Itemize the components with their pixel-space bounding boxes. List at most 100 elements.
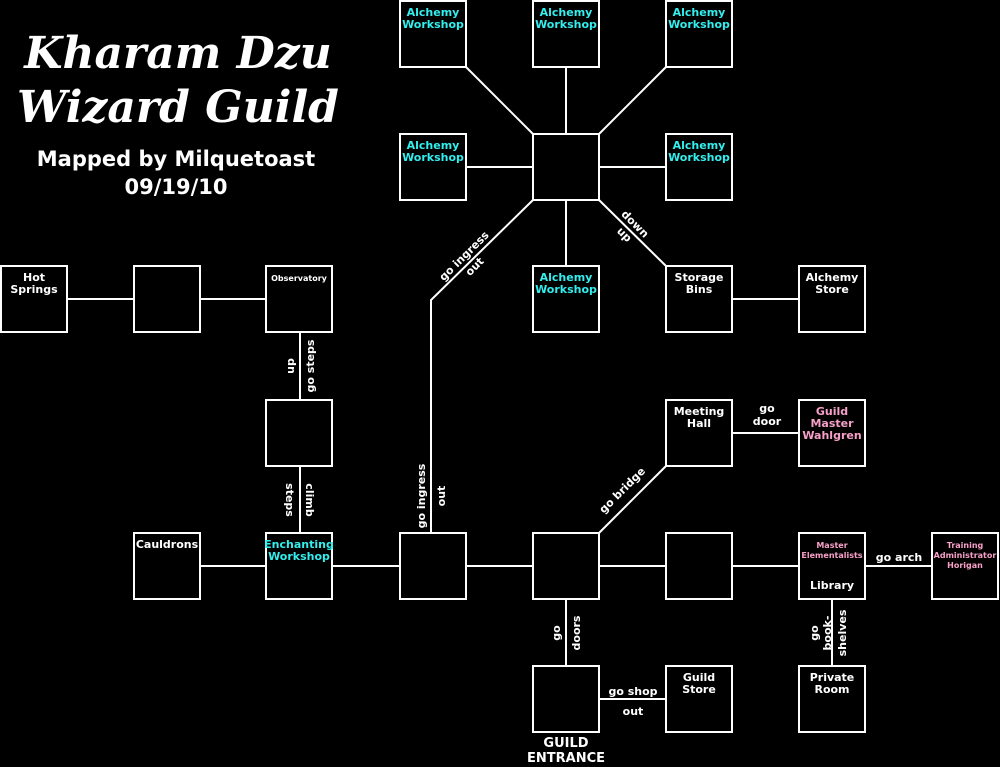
room-box-unnamed-1 <box>133 265 201 333</box>
edge-label-go-doors: go doors <box>550 615 583 650</box>
connection-hub-storage <box>598 199 667 267</box>
room-label-guild-store: Store <box>682 683 716 696</box>
connection-hub-alch-nw <box>465 66 534 135</box>
room-box-private-room <box>798 665 866 733</box>
room-label-alch-e: Alchemy <box>673 139 726 152</box>
svg-text:go: go <box>808 625 821 641</box>
svg-text:go: go <box>759 402 775 415</box>
room-label-alch-nw: Alchemy <box>407 6 460 19</box>
room-label-alch-w: Workshop <box>402 151 464 164</box>
room-label-hot-springs: Hot <box>23 271 45 284</box>
svg-text:out: out <box>623 705 644 718</box>
room-label-cauldrons: Cauldrons <box>136 538 199 551</box>
room-label-library-extra: Library <box>810 579 854 592</box>
room-label-alch-e: Workshop <box>668 151 730 164</box>
room-label-alch-n: Workshop <box>535 18 597 31</box>
svg-text:go: go <box>550 625 563 641</box>
room-label-alch-ne: Workshop <box>668 18 730 31</box>
room-label-guild-store: Guild <box>683 671 715 684</box>
room-label-alch-store: Store <box>815 283 849 296</box>
map-date: 09/19/10 <box>124 175 227 199</box>
edge-label-go-arch: go arch <box>876 551 922 564</box>
svg-text:climb: climb <box>303 483 316 517</box>
room-label-alch-s: Workshop <box>535 283 597 296</box>
room-label-hot-springs: Springs <box>10 283 58 296</box>
map-title-line1: Kharam Dzu <box>22 28 331 79</box>
room-label-guild-master: Guild <box>816 405 848 418</box>
room-label-alch-n: Alchemy <box>540 6 593 19</box>
room-box-meeting-hall <box>665 399 733 467</box>
room-label-guild-master: Wahlgren <box>802 429 861 442</box>
room-box-hot-springs <box>0 265 68 333</box>
room-label-alch-store: Alchemy <box>806 271 859 284</box>
room-unnamed-3 <box>399 532 467 600</box>
rooms: AlchemyWorkshopAlchemyWorkshopAlchemyWor… <box>0 0 999 733</box>
room-box-enchanting <box>265 532 333 600</box>
room-box-entrance <box>532 665 600 733</box>
svg-text:go ingress: go ingress <box>415 463 428 528</box>
room-box-unnamed-2 <box>265 399 333 467</box>
room-entrance <box>532 665 600 733</box>
svg-text:book-: book- <box>821 616 834 651</box>
room-box-guild-store <box>665 665 733 733</box>
connection-hub-alch-ne <box>598 66 667 135</box>
room-label-alch-nw: Workshop <box>402 18 464 31</box>
room-box-alch-nw <box>399 0 467 68</box>
map-title-line2: Wizard Guild <box>17 82 339 133</box>
room-label-enchanting: Enchanting <box>264 538 334 551</box>
room-label-library: Master <box>816 541 847 550</box>
svg-text:go shop: go shop <box>608 685 657 698</box>
room-label-alch-w: Alchemy <box>407 139 460 152</box>
room-box-center <box>532 532 600 600</box>
room-unnamed-1 <box>133 265 201 333</box>
room-box-alch-store <box>798 265 866 333</box>
svg-text:shelves: shelves <box>836 609 849 656</box>
room-cauldrons: Cauldrons <box>133 532 201 600</box>
room-label-storage: Storage <box>675 271 724 284</box>
room-label-storage: Bins <box>686 283 713 296</box>
room-box-unnamed-4 <box>665 532 733 600</box>
room-box-alch-e <box>665 133 733 201</box>
edge-label-go-door: go door <box>753 402 782 428</box>
room-label-alch-ne: Alchemy <box>673 6 726 19</box>
edge-label-up-go-steps: up go steps <box>284 339 317 392</box>
room-label-training: Training <box>947 541 984 550</box>
svg-text:steps: steps <box>283 483 296 517</box>
edge-label-go-shop-out: go shop out <box>608 685 657 718</box>
map-credit: Mapped by Milquetoast <box>37 147 315 171</box>
room-label-enchanting: Workshop <box>268 550 330 563</box>
room-center <box>532 532 600 600</box>
room-hub <box>532 133 600 201</box>
room-unnamed-4 <box>665 532 733 600</box>
room-box-alch-s <box>532 265 600 333</box>
room-observatory: Observatory <box>265 265 333 333</box>
svg-text:out: out <box>435 486 448 507</box>
room-label-private-room: Room <box>814 683 849 696</box>
room-label-observatory: Observatory <box>271 274 328 283</box>
entrance-label-line2: ENTRANCE <box>527 751 605 766</box>
room-box-alch-ne <box>665 0 733 68</box>
room-box-storage <box>665 265 733 333</box>
edge-label-climb-steps: climb steps <box>283 483 316 517</box>
room-box-cauldrons <box>133 532 201 600</box>
connection-hub-ingress <box>430 199 534 533</box>
svg-text:up: up <box>284 358 297 374</box>
room-box-library <box>798 532 866 600</box>
connection-center-meetinghall <box>598 465 667 534</box>
edge-label-go-ingress-lower: go ingress out <box>415 463 448 528</box>
room-box-unnamed-3 <box>399 532 467 600</box>
